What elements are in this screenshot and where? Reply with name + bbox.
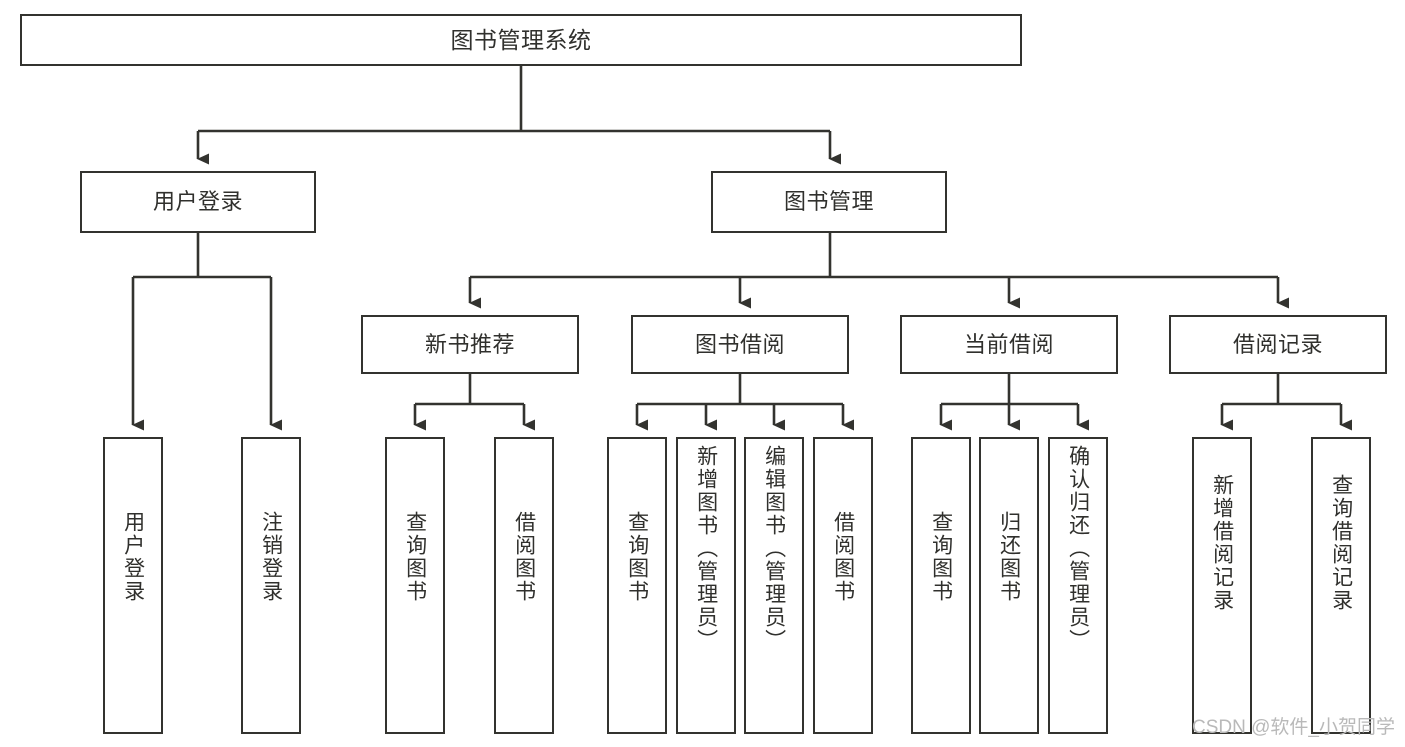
- node-leaf-add-record-label: 新增借阅记录: [1210, 474, 1234, 612]
- node-leaf-query-book-3[interactable]: 查询图书: [911, 437, 971, 734]
- node-leaf-edit-book-label: 编辑图书（管理员）: [762, 445, 786, 652]
- node-leaf-logout[interactable]: 注销登录: [241, 437, 301, 734]
- node-leaf-query-record[interactable]: 查询借阅记录: [1311, 437, 1371, 734]
- node-leaf-edit-book[interactable]: 编辑图书（管理员）: [744, 437, 804, 734]
- node-new-book-recommend-label: 新书推荐: [424, 331, 515, 357]
- node-leaf-query-book-3-label: 查询图书: [929, 511, 953, 603]
- node-borrow-record[interactable]: 借阅记录: [1169, 315, 1387, 374]
- node-borrow-record-label: 借阅记录: [1232, 331, 1323, 357]
- node-root-label: 图书管理系统: [450, 26, 592, 53]
- node-new-book-recommend[interactable]: 新书推荐: [361, 315, 579, 374]
- node-leaf-return-book[interactable]: 归还图书: [979, 437, 1039, 734]
- node-leaf-query-record-label: 查询借阅记录: [1329, 474, 1353, 612]
- node-leaf-confirm-return[interactable]: 确认归还（管理员）: [1048, 437, 1108, 734]
- node-book-borrow[interactable]: 图书借阅: [631, 315, 849, 374]
- node-book-management[interactable]: 图书管理: [711, 171, 947, 233]
- node-leaf-borrow-book-2[interactable]: 借阅图书: [813, 437, 873, 734]
- node-user-login[interactable]: 用户登录: [80, 171, 316, 233]
- node-leaf-return-book-label: 归还图书: [997, 511, 1021, 603]
- node-current-borrow-label: 当前借阅: [963, 331, 1054, 357]
- node-leaf-borrow-book-1-label: 借阅图书: [512, 511, 536, 603]
- node-book-borrow-label: 图书借阅: [694, 331, 785, 357]
- node-leaf-confirm-return-label: 确认归还（管理员）: [1066, 445, 1090, 652]
- node-leaf-add-book-label: 新增图书（管理员）: [694, 445, 718, 652]
- node-leaf-query-book-1-label: 查询图书: [403, 511, 427, 603]
- node-leaf-add-book[interactable]: 新增图书（管理员）: [676, 437, 736, 734]
- node-current-borrow[interactable]: 当前借阅: [900, 315, 1118, 374]
- node-book-management-label: 图书管理: [783, 189, 874, 215]
- node-leaf-borrow-book-1[interactable]: 借阅图书: [494, 437, 554, 734]
- node-leaf-query-book-2-label: 查询图书: [625, 511, 649, 603]
- watermark-text: CSDN @软件_小贺同学: [1192, 717, 1395, 738]
- node-leaf-user-login[interactable]: 用户登录: [103, 437, 163, 734]
- node-leaf-logout-label: 注销登录: [259, 511, 283, 603]
- node-leaf-query-book-2[interactable]: 查询图书: [607, 437, 667, 734]
- node-leaf-query-book-1[interactable]: 查询图书: [385, 437, 445, 734]
- node-leaf-user-login-label: 用户登录: [121, 511, 145, 603]
- node-leaf-borrow-book-2-label: 借阅图书: [831, 511, 855, 603]
- node-root[interactable]: 图书管理系统: [20, 14, 1022, 66]
- node-user-login-label: 用户登录: [152, 189, 243, 215]
- node-leaf-add-record[interactable]: 新增借阅记录: [1192, 437, 1252, 734]
